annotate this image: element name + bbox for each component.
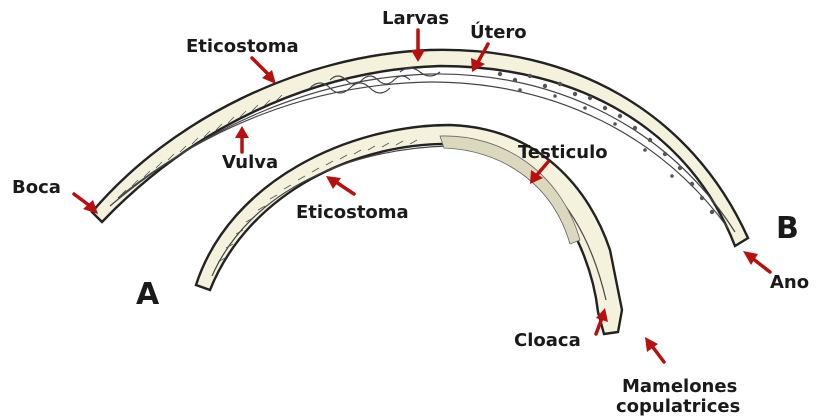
label-ano: Ano — [770, 272, 809, 293]
arrow-ano — [743, 251, 770, 272]
label-vulva: Vulva — [222, 152, 278, 173]
arrow-mamelones — [645, 337, 664, 362]
arrow-vulva — [235, 126, 249, 152]
label-eticostoma-bottom: Eticostoma — [296, 202, 409, 223]
label-specimen-a: A — [136, 277, 160, 312]
arrow-eticostoma-bottom — [326, 176, 354, 194]
label-specimen-b: B — [776, 211, 799, 246]
worm-b-gut — [110, 74, 735, 232]
label-utero: Útero — [470, 21, 527, 43]
label-mamelones-line1: Mamelones — [622, 376, 737, 397]
arrow-boca — [74, 194, 98, 214]
label-boca: Boca — [12, 177, 61, 198]
label-eticostoma-top: Eticostoma — [186, 36, 299, 57]
arrows — [74, 30, 770, 362]
label-cloaca: Cloaca — [514, 330, 581, 351]
label-larvas: Larvas — [382, 8, 449, 29]
label-testiculo: Testiculo — [518, 142, 608, 163]
labels: Eticostoma Larvas Útero Boca Vulva Testi… — [12, 8, 809, 416]
arrow-eticostoma-top — [252, 58, 276, 84]
label-mamelones-line2: copulatrices — [616, 396, 740, 416]
